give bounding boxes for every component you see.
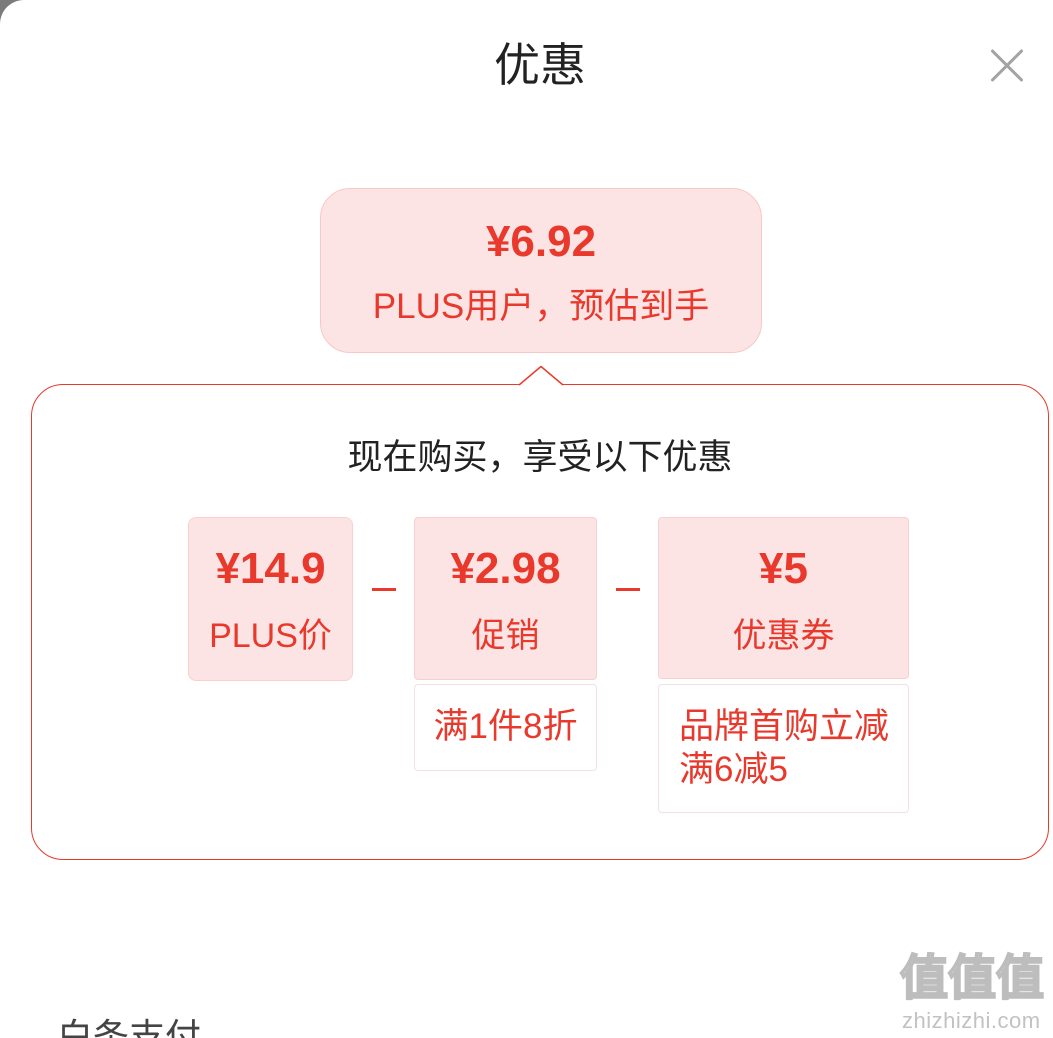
estimated-price: ¥6.92 [485, 217, 597, 266]
promotion-detail: 满1件8折 [414, 684, 597, 771]
watermark-logo: 值值值 [899, 951, 1045, 1006]
breakdown-heading: 现在购买，享受以下优惠 [347, 438, 733, 477]
card-price: ¥2.98 [450, 544, 561, 593]
close-icon[interactable] [987, 45, 1027, 85]
sheet-title: 优惠 [494, 39, 586, 91]
detail-line: 品牌首购立减 [679, 707, 890, 746]
card-price: ¥5 [759, 544, 808, 593]
card-label: 促销 [471, 617, 540, 655]
minus-icon [372, 588, 396, 591]
minus-icon [616, 588, 640, 591]
estimated-price-bubble: ¥6.92 PLUS用户，预估到手 [320, 188, 762, 353]
detail-line: 满1件8折 [433, 707, 578, 746]
estimated-price-label: PLUS用户，预估到手 [372, 287, 710, 326]
coupon-detail: 品牌首购立减 满6减5 [658, 684, 909, 813]
pointer-caret [519, 365, 563, 389]
discount-card-promotion: ¥2.98 促销 [414, 517, 597, 680]
card-label: 优惠券 [732, 617, 835, 655]
payment-section-title: 白条支付 [57, 1017, 202, 1038]
card-label: PLUS价 [209, 617, 332, 655]
discount-card-coupon: ¥5 优惠券 [658, 517, 909, 679]
discount-card-plus-price: ¥14.9 PLUS价 [188, 517, 353, 681]
detail-line: 满6减5 [679, 750, 788, 789]
watermark-site: zhizhizhi.com [902, 1008, 1041, 1033]
card-price: ¥14.9 [215, 544, 326, 593]
